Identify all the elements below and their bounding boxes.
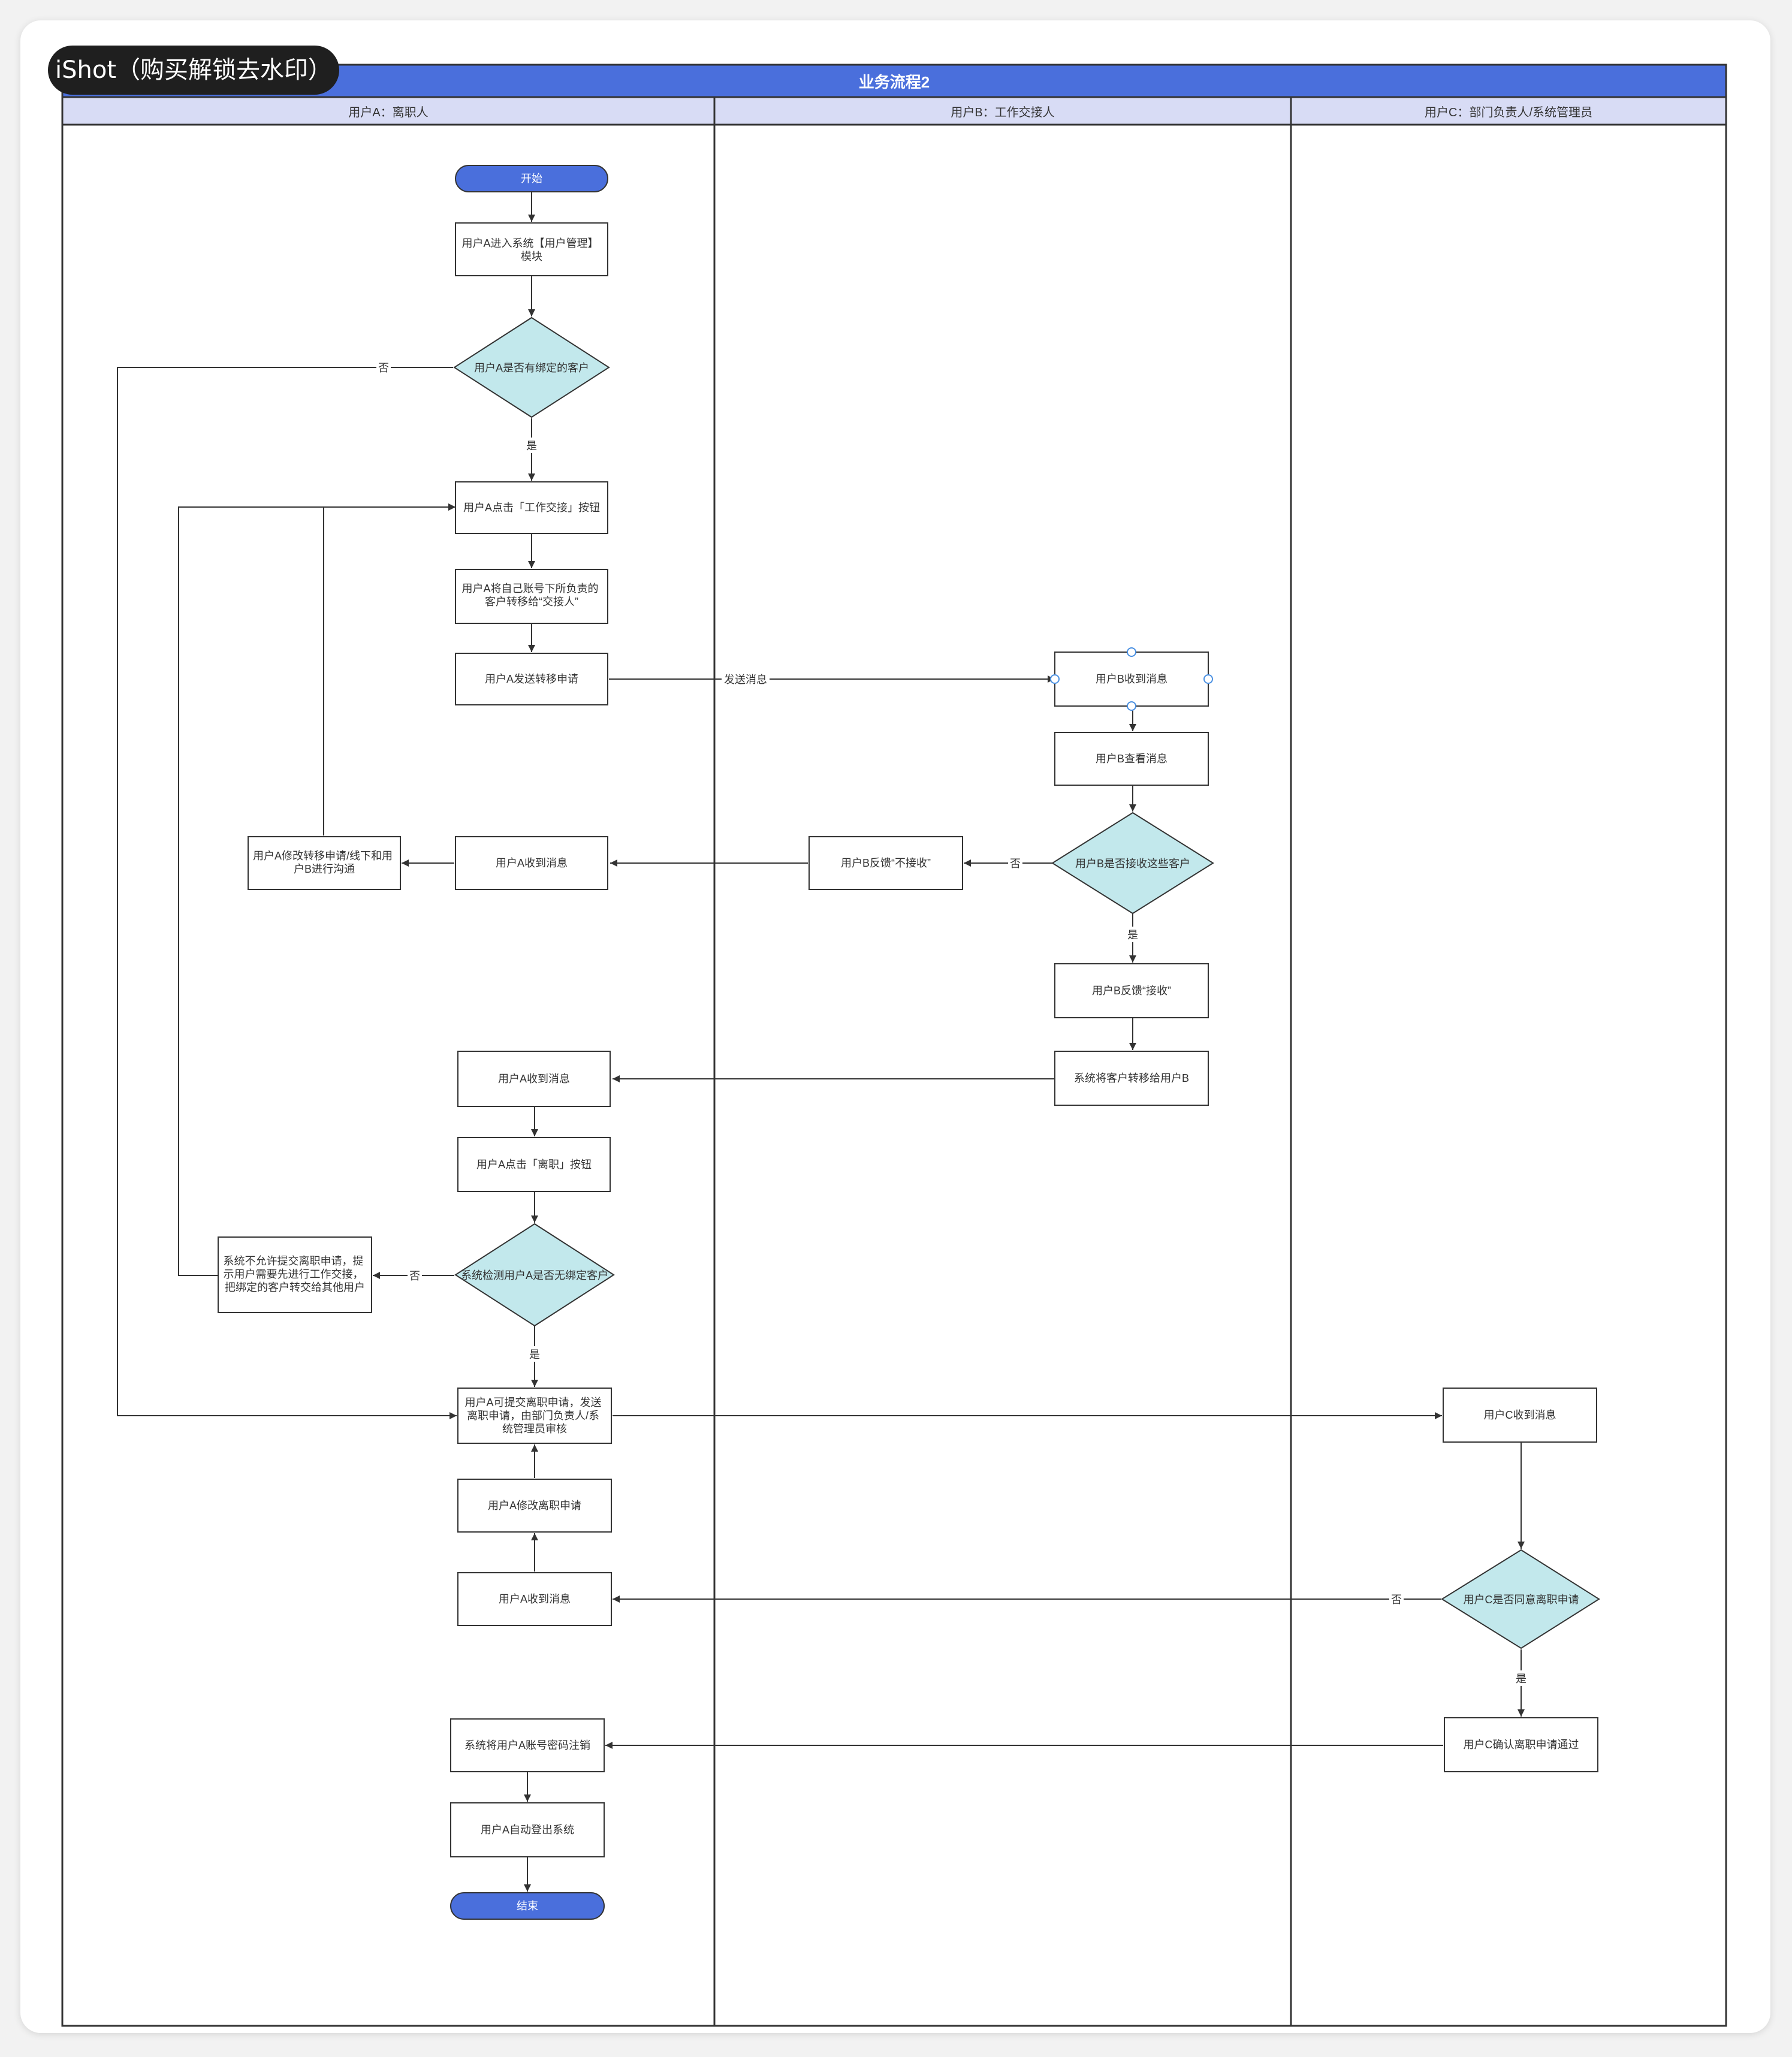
- node-b-reject[interactable]: [808, 836, 963, 890]
- node-c-confirm[interactable]: [1444, 1717, 1598, 1772]
- node-a-receive-1[interactable]: [455, 836, 608, 890]
- node-c-agree-decision[interactable]: [1441, 1549, 1600, 1649]
- label-bound-no: 否: [378, 362, 389, 374]
- label-check-yes: 是: [529, 1349, 540, 1361]
- node-sys-cancel-label: 系统将用户A账号密码注销: [464, 1739, 590, 1751]
- node-b-view[interactable]: [1054, 732, 1209, 786]
- node-b-reject-label: 用户B反馈“不接收”: [841, 857, 931, 869]
- node-a-logout[interactable]: [450, 1802, 605, 1857]
- node-a-bound-label: 用户A是否有绑定的客户: [474, 362, 589, 374]
- node-a-submit[interactable]: [457, 1388, 612, 1444]
- watermark-badge: iShot（购买解锁去水印）: [48, 46, 339, 95]
- node-b-accept[interactable]: [1054, 963, 1209, 1018]
- node-sys-check-decision[interactable]: [454, 1223, 615, 1327]
- node-a-edit-resign-label: 用户A修改离职申请: [488, 1500, 581, 1512]
- node-a-receive-3[interactable]: [457, 1572, 612, 1626]
- label-cquestion-no: 否: [1391, 1594, 1402, 1606]
- title-bar: [61, 64, 1727, 98]
- node-a-send-label: 用户A发送转移申请: [485, 673, 578, 685]
- label-bound-yes: 是: [526, 440, 537, 452]
- label-cquestion-yes: 是: [1516, 1673, 1526, 1685]
- lane-title-a: 用户A：离职人: [348, 105, 428, 119]
- node-a-click-resign-label: 用户A点击「离职」按钮: [476, 1159, 592, 1171]
- node-a-transfer-label: 用户A将自己账号下所负责的 客户转移给“交接人”: [461, 583, 601, 608]
- lane-title-c: 用户C：部门负责人/系统管理员: [1425, 105, 1592, 119]
- node-start-label: 开始: [521, 173, 542, 185]
- lane-header-c: [1290, 96, 1727, 126]
- node-a-transfer[interactable]: [455, 569, 608, 624]
- label-question-no: 否: [1010, 858, 1021, 870]
- node-c-agree-q-label: 用户C是否同意离职申请: [1464, 1594, 1579, 1606]
- node-a-modify[interactable]: [248, 836, 401, 890]
- node-a-click-handover-label: 用户A点击「工作交接」按钮: [463, 502, 600, 514]
- node-a-logout-label: 用户A自动登出系统: [481, 1824, 574, 1836]
- node-a-submit-label: 用户A可提交离职申请，发送 离职申请，由部门负责人/系 统管理员审核: [464, 1397, 604, 1435]
- diagram-title: 业务流程2: [859, 73, 930, 91]
- edge-bound-no: [117, 367, 457, 1419]
- node-a-receive-2[interactable]: [457, 1051, 611, 1107]
- node-c-receive[interactable]: [1443, 1388, 1597, 1443]
- node-sys-deny[interactable]: [218, 1236, 372, 1313]
- node-b-accept-label: 用户B反馈“接收”: [1092, 985, 1171, 997]
- node-a-receive-3-label: 用户A收到消息: [499, 1593, 571, 1605]
- label-check-no: 否: [409, 1270, 420, 1282]
- node-b-accept-decision[interactable]: [1051, 812, 1214, 915]
- node-sys-transfer-label: 系统将客户转移给用户B: [1074, 1072, 1189, 1084]
- lane-header-a: [61, 96, 716, 126]
- node-a-edit-resign[interactable]: [457, 1479, 612, 1533]
- lane-header-b: [713, 96, 1292, 126]
- node-end[interactable]: [450, 1892, 605, 1920]
- node-start[interactable]: [455, 165, 608, 192]
- node-a-click-resign[interactable]: [457, 1137, 611, 1192]
- node-b-accept-q-label: 用户B是否接收这些客户: [1075, 858, 1190, 870]
- node-a-enter-label: 用户A进入系统【用户管理】 模块: [461, 237, 601, 263]
- node-sys-check-label: 系统检测用户A是否无绑定客户: [461, 1269, 608, 1281]
- node-b-receive[interactable]: [1054, 652, 1209, 707]
- connection-handles: [1050, 647, 1213, 711]
- node-end-label: 结束: [517, 1900, 538, 1912]
- node-sys-cancel[interactable]: [450, 1718, 605, 1772]
- node-sys-transfer[interactable]: [1054, 1051, 1209, 1106]
- node-a-bound-decision[interactable]: [453, 316, 610, 418]
- node-a-receive-1-label: 用户A收到消息: [496, 857, 568, 869]
- pool-border: [61, 64, 1727, 2027]
- label-question-yes: 是: [1127, 929, 1138, 941]
- node-b-view-label: 用户B查看消息: [1096, 753, 1167, 765]
- node-a-modify-label: 用户A修改转移申请/线下和用 户B进行沟通: [253, 850, 396, 875]
- node-a-enter[interactable]: [455, 222, 608, 276]
- node-a-click-handover[interactable]: [455, 481, 608, 534]
- node-b-receive-label: 用户B收到消息: [1096, 673, 1167, 685]
- node-c-confirm-label: 用户C确认离职申请通过: [1464, 1739, 1579, 1751]
- node-sys-deny-label: 系统不允许提交离职申请，提 示用户需要先进行工作交接， 把绑定的客户转交给其他用…: [223, 1255, 366, 1293]
- node-c-receive-label: 用户C收到消息: [1484, 1409, 1556, 1421]
- node-a-receive-2-label: 用户A收到消息: [498, 1073, 570, 1085]
- label-send-msg: 发送消息: [724, 674, 767, 686]
- node-a-send[interactable]: [455, 653, 608, 705]
- edge-deny-click: [178, 503, 455, 1276]
- lane-title-b: 用户B：工作交接人: [951, 105, 1054, 119]
